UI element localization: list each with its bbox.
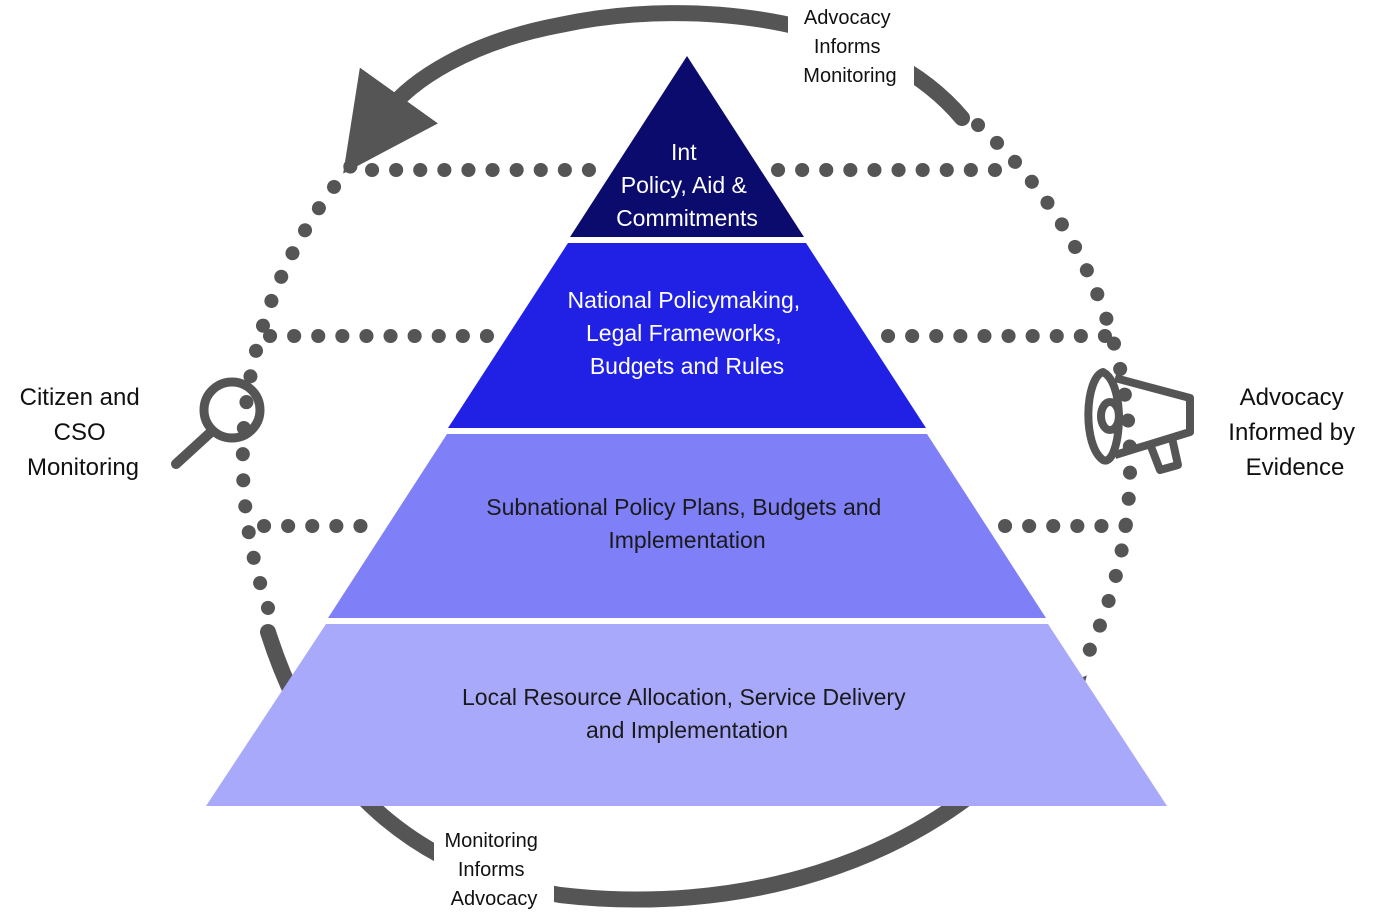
tier-label-international: Int Policy, Aid & Commitments — [616, 139, 758, 231]
right-label-line: Informed by — [1228, 419, 1355, 446]
megaphone-icon — [1084, 368, 1194, 474]
tier-label-local: Local Resource Allocation, Service Deliv… — [462, 684, 912, 743]
bottom-arrow-label: Monitoring Informs Advocacy — [445, 830, 544, 910]
tier-label-line: Commitments — [616, 205, 758, 231]
bottom-arrow-label-bg — [434, 826, 554, 912]
tier-label-line: Subnational Policy Plans, Budgets and — [486, 494, 881, 520]
bottom-arrow-label-line: Monitoring — [445, 830, 538, 852]
pyramid-tier-national — [448, 243, 926, 428]
pyramid — [206, 56, 1167, 806]
dotted-connectors — [257, 163, 1137, 533]
dotted-cycle-right — [971, 118, 1138, 667]
tier-label-line: Int — [671, 139, 697, 165]
tier-label-line: National Policymaking, — [567, 287, 800, 313]
tier-label-line: Policy, Aid & — [621, 172, 747, 198]
left-label-line: CSO — [54, 419, 106, 446]
tier-labels: Int Policy, Aid & Commitments National P… — [462, 139, 912, 743]
right-label-line: Evidence — [1246, 454, 1345, 481]
top-arrow-label-line: Monitoring — [803, 65, 896, 87]
top-arrow-label-line: Advocacy — [804, 7, 891, 29]
right-label-line: Advocacy — [1240, 384, 1344, 411]
tier-label-subnational: Subnational Policy Plans, Budgets and Im… — [486, 494, 888, 553]
pyramid-tier-local — [206, 624, 1167, 806]
tier-label-line: Budgets and Rules — [590, 353, 784, 379]
left-label-citizen-cso-monitoring: Citizen and CSO Monitoring — [20, 384, 147, 481]
right-label-advocacy-informed-by-evidence: Advocacy Informed by Evidence — [1228, 384, 1361, 481]
top-arrow-label-bg — [788, 2, 914, 90]
pyramid-tier-international — [570, 56, 804, 237]
pyramid-tier-subnational — [328, 434, 1046, 618]
left-label-line: Monitoring — [27, 454, 139, 481]
bottom-arrow-label-line: Informs — [458, 859, 525, 881]
tier-label-line: Implementation — [608, 527, 765, 553]
dotted-cycle-left — [235, 153, 363, 615]
tier-label-line: Legal Frameworks, — [586, 320, 782, 346]
magnifier-icon — [171, 377, 265, 469]
top-arrow-label: Advocacy Informs Monitoring — [803, 7, 896, 87]
tier-label-national: National Policymaking, Legal Frameworks,… — [567, 287, 806, 379]
bottom-arrow-label-line: Advocacy — [451, 888, 538, 910]
tier-label-line: Local Resource Allocation, Service Deliv… — [462, 684, 906, 710]
top-arrow-label-line: Informs — [814, 36, 881, 58]
left-label-line: Citizen and — [20, 384, 140, 411]
tier-label-line: and Implementation — [586, 717, 788, 743]
